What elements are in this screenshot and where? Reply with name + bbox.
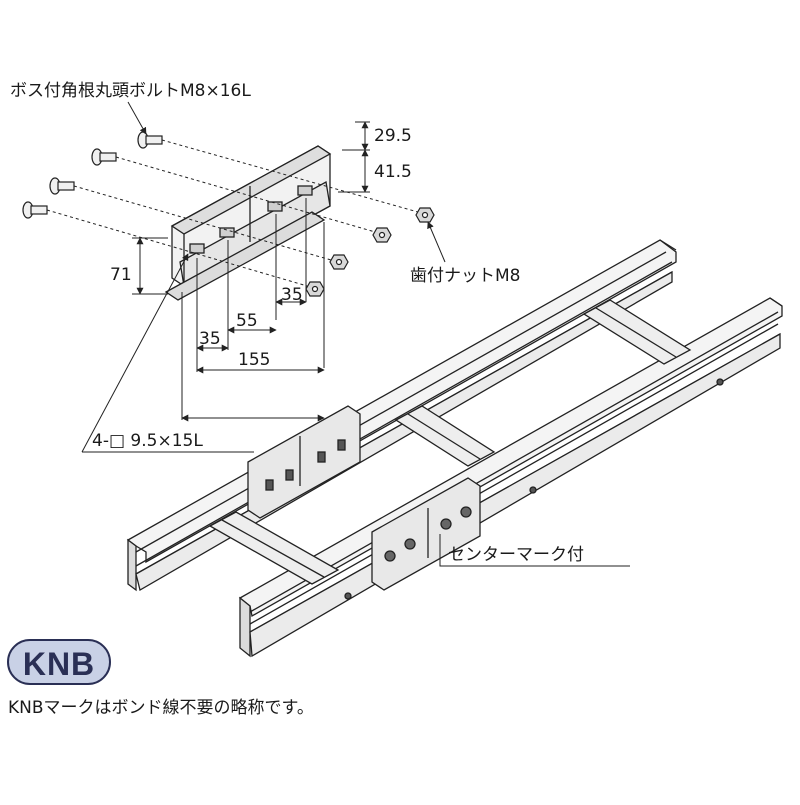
- bolt-4: [22, 201, 48, 219]
- dim-155: 155: [238, 350, 270, 370]
- bolts: [22, 131, 163, 219]
- ladder-rungs: [208, 299, 692, 585]
- cable-ladder: [126, 239, 783, 658]
- dim-35-right: 35: [281, 285, 303, 305]
- bolt-2: [91, 148, 117, 166]
- nut-2: [372, 227, 392, 243]
- dim-71: 71: [110, 265, 132, 285]
- slot-label: 4-□ 9.5×15L: [92, 431, 203, 451]
- dimension-lines: [132, 121, 370, 422]
- dim-35-left: 35: [199, 329, 221, 349]
- knb-badge: KNB: [7, 639, 111, 685]
- center-mark-label: センターマーク付: [448, 545, 584, 565]
- nut-3: [329, 254, 349, 270]
- leader-lines: [81, 101, 630, 567]
- knb-badge-text: KNB: [23, 646, 95, 682]
- dim-41-5: 41.5: [374, 162, 412, 182]
- ladder-back-splice: [247, 405, 361, 519]
- ladder-front-splice: [371, 477, 481, 591]
- dim-55: 55: [236, 311, 258, 331]
- dim-29-5: 29.5: [374, 126, 412, 146]
- nut-4: [305, 281, 325, 297]
- nut-1: [415, 207, 435, 223]
- bolt-axis-lines: [46, 139, 426, 289]
- knb-badge-pill: [7, 639, 111, 685]
- bolt-3: [49, 177, 75, 195]
- caption: KNBマークはボンド線不要の略称です。: [8, 698, 314, 718]
- ladder-holes: [344, 378, 724, 600]
- nut-label: 歯付ナットM8: [410, 266, 520, 286]
- bolt-1: [137, 131, 163, 149]
- splice-plate: [164, 145, 332, 301]
- bolt-label: ボス付角根丸頭ボルトM8×16L: [10, 81, 251, 101]
